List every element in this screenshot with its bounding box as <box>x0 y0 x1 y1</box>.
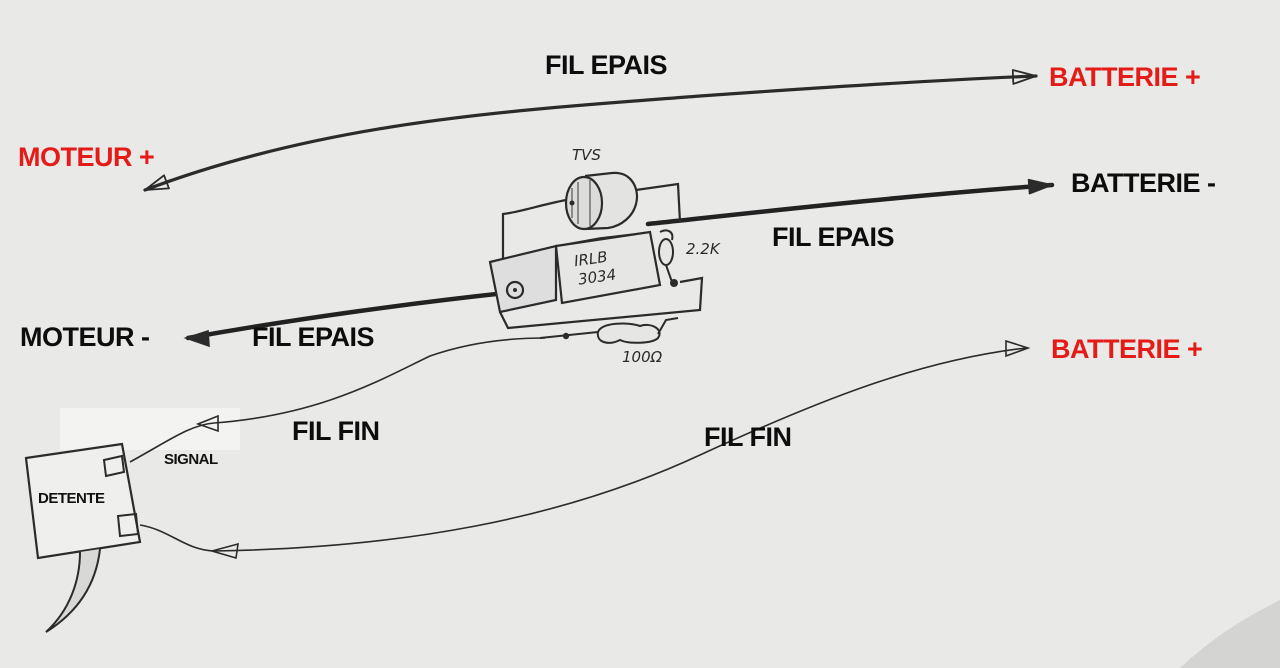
arrow-signal <box>195 414 219 433</box>
label-100-ohm: 100Ω <box>622 348 663 366</box>
wire-signal <box>129 337 546 463</box>
label-fil-epais-left: FIL EPAIS <box>252 322 375 352</box>
label-batterie-plus-top: BATTERIE + <box>1049 62 1201 92</box>
mosfet-irlb3034 <box>488 230 662 314</box>
tvs-diode <box>564 171 639 231</box>
wire-moteur-minus <box>185 289 518 341</box>
label-batterie-plus-bottom: BATTERIE + <box>1051 334 1203 364</box>
wire-batterie-minus <box>645 178 1055 227</box>
wire-moteur-plus-batterie-plus <box>143 69 1038 192</box>
label-signal: SIGNAL <box>164 451 218 468</box>
label-moteur-plus: MOTEUR + <box>18 142 155 172</box>
resistor-100-ohm <box>539 317 679 344</box>
resistor-2-2k <box>658 229 678 287</box>
trigger-switch <box>24 442 142 633</box>
label-fil-epais-mid: FIL EPAIS <box>772 222 895 252</box>
label-moteur-minus: MOTEUR - <box>20 322 150 352</box>
arrow-detente <box>209 542 239 560</box>
label-fil-fin-left: FIL FIN <box>292 416 380 446</box>
label-tvs: TVS <box>572 146 601 164</box>
wire-detente-batterie <box>139 347 1027 552</box>
arrow-moteur-minus <box>183 329 210 348</box>
label-2-2k: 2.2K <box>686 240 720 258</box>
label-detente: DETENTE <box>38 490 105 507</box>
label-fil-epais-top: FIL EPAIS <box>545 50 668 80</box>
arrow-batterie-plus-bottom <box>1005 339 1031 358</box>
label-batterie-minus: BATTERIE - <box>1071 168 1216 198</box>
label-fil-fin-right: FIL FIN <box>704 422 792 452</box>
